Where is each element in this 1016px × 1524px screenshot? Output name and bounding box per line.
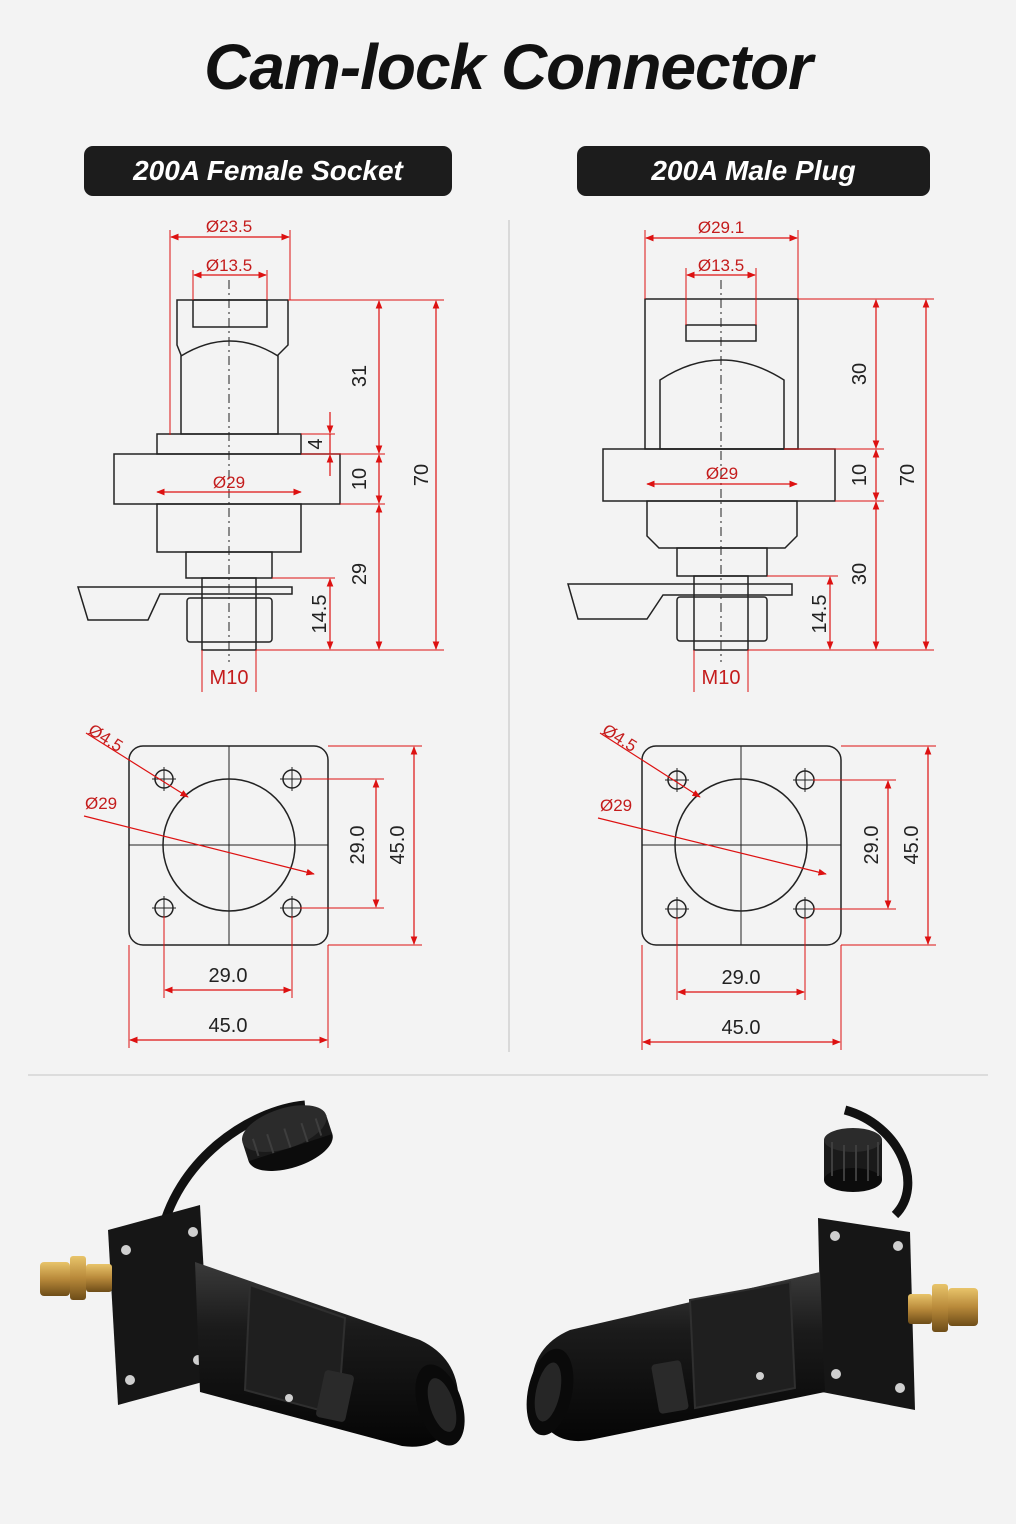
male-plug-label: 200A Male Plug [577,146,930,196]
female-thread-label: M10 [210,667,249,689]
male-hole-diameter-label: Ø4.5 [599,720,640,756]
male-flange-height-label: 10 [849,464,871,486]
female-flange-height-label: 10 [349,468,371,490]
male-flange-diameter-label: Ø29 [706,464,738,483]
female-bottom-height-label: 29 [349,563,371,585]
female-total-height-label: 70 [411,464,433,486]
male-flange-view: Ø4.5 Ø29 29.0 45.0 29.0 45.0 [597,720,936,1050]
female-connector-photo [40,1100,465,1447]
male-brass-terminal [908,1284,978,1332]
female-socket-label: 200A Female Socket [84,146,452,196]
male-bore-diameter-label: Ø29 [600,796,632,815]
female-flange-h-inner-label: 29.0 [209,965,248,987]
female-thread-height-label: 14.5 [309,595,331,634]
male-total-height-label: 70 [897,464,919,486]
female-outer-diameter-label: Ø23.5 [206,217,252,236]
male-flange-v-outer-label: 45.0 [901,826,923,865]
male-top-height-label: 30 [849,363,871,385]
page-title: Cam-lock Connector [204,31,813,103]
female-side-view: Ø23.5 Ø13.5 Ø29 31 4 10 29 14.5 70 M10 [76,217,444,692]
male-flange-v-inner-label: 29.0 [861,826,883,865]
female-flange-diameter-label: Ø29 [213,473,245,492]
male-thread-label: M10 [702,667,741,689]
female-dust-cap [241,1105,333,1171]
male-connector-photo [526,1105,978,1442]
female-flange-view: Ø4.5 Ø29 29.0 45.0 29.0 45.0 [83,720,422,1048]
female-top-height-label: 31 [349,365,371,387]
female-flange-h-outer-label: 45.0 [209,1015,248,1037]
male-thread-height-label: 14.5 [809,595,831,634]
male-dust-cap [824,1128,882,1192]
female-flange-v-outer-label: 45.0 [387,826,409,865]
male-bottom-height-label: 30 [849,563,871,585]
male-flange-h-outer-label: 45.0 [722,1017,761,1039]
female-bore-diameter-label: Ø29 [85,794,117,813]
female-hole-diameter-label: Ø4.5 [85,720,126,756]
female-brass-terminal [40,1256,112,1300]
female-step-height-label: 4 [305,438,327,449]
female-flange-v-inner-label: 29.0 [347,826,369,865]
female-mount-holes [152,767,304,920]
male-flange-h-inner-label: 29.0 [722,967,761,989]
male-side-view: Ø29.1 Ø13.5 Ø29 30 10 30 14.5 70 M10 [567,218,934,692]
female-inner-diameter-label: Ø13.5 [206,256,252,275]
male-inner-diameter-label: Ø13.5 [698,256,744,275]
male-outer-diameter-label: Ø29.1 [698,218,744,237]
